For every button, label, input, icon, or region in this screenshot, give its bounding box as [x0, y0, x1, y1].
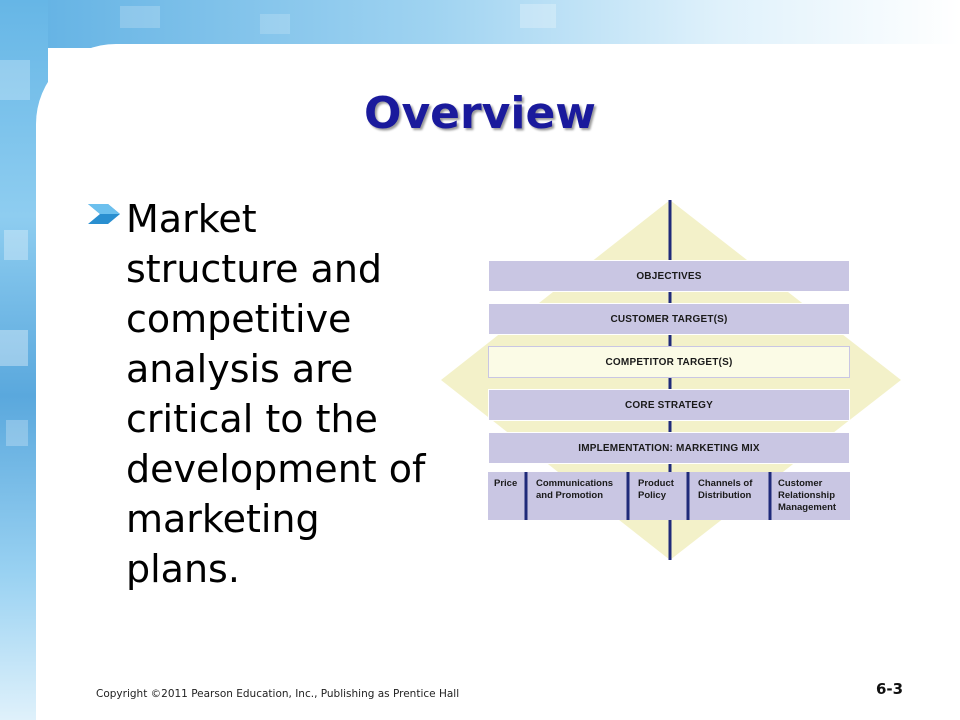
mix-dividers: [524, 472, 772, 520]
chevron-arrow-icon: [88, 204, 120, 224]
mix-cell-price: Price: [494, 478, 517, 490]
mix-cell-channels: Channels of Distribution: [698, 478, 752, 502]
mix-crm-line1: Customer: [778, 478, 823, 489]
mix-product-line1: Product: [638, 478, 674, 489]
mix-product-line2: Policy: [638, 490, 666, 501]
slide-title: Overview: [364, 88, 596, 139]
band-competitor-targets: COMPETITOR TARGET(S): [488, 346, 850, 378]
bullet-text: Market structure and competitive analysi…: [126, 197, 426, 591]
mix-crm-line2: Relationship: [778, 490, 836, 501]
marketing-mix-row: Price Communications and Promotion Produ…: [488, 472, 850, 520]
copyright-footer: Copyright ©2011 Pearson Education, Inc.,…: [96, 688, 460, 700]
background-top-band: [0, 0, 960, 48]
band-objectives: OBJECTIVES: [488, 260, 850, 292]
mix-cell-crm: Customer Relationship Management: [778, 478, 836, 514]
mix-communications-line1: Communications: [536, 478, 614, 489]
mix-channels-line1: Channels of: [698, 478, 753, 489]
mix-price-label: Price: [494, 478, 518, 489]
mix-channels-line2: Distribution: [698, 490, 752, 501]
slide-number: 6-3: [876, 680, 904, 698]
mix-cell-communications: Communications and Promotion: [536, 478, 613, 502]
strategy-diagram: OBJECTIVES CUSTOMER TARGET(S) COMPETITOR…: [440, 198, 902, 562]
band-customer-targets: CUSTOMER TARGET(S): [488, 303, 850, 335]
band-core-strategy: CORE STRATEGY: [488, 389, 850, 421]
mix-cell-product: Product Policy: [638, 478, 674, 502]
mix-crm-line3: Management: [778, 502, 837, 513]
band-implementation: IMPLEMENTATION: MARKETING MIX: [488, 432, 850, 464]
mix-communications-line2: and Promotion: [536, 490, 604, 501]
